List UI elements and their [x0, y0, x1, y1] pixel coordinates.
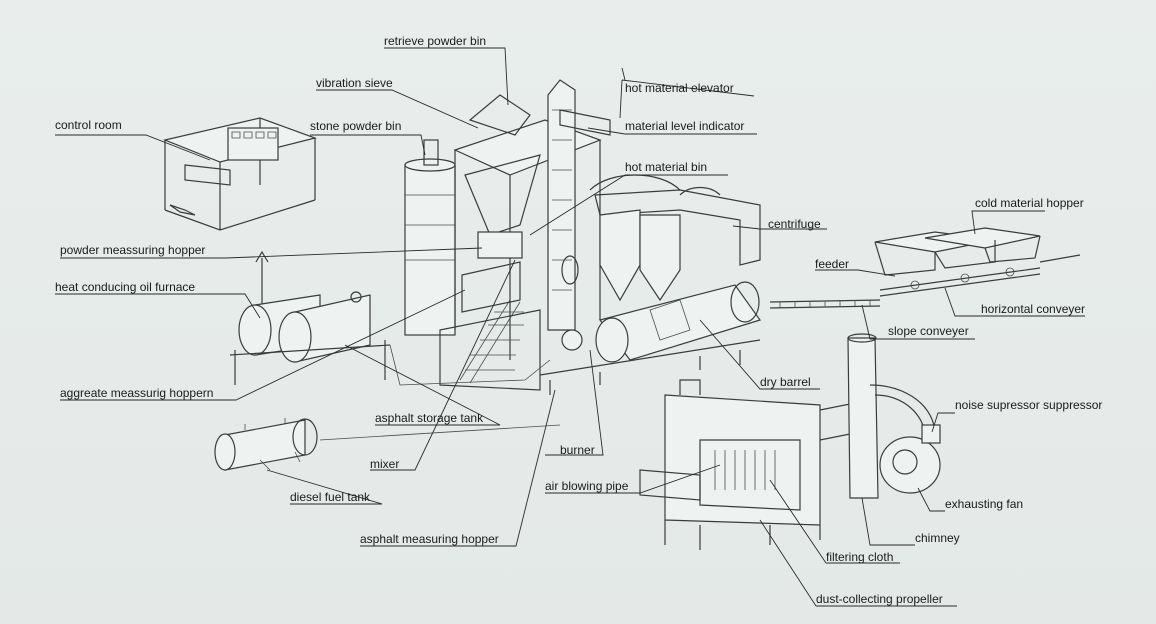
cold-material-hopper-drawing	[874, 227, 1081, 297]
label-hot-material-elevator: hot material elevator	[625, 81, 734, 95]
label-material-level-indicator: material level indicator	[625, 119, 745, 133]
label-dust-collecting-propeller: dust-collecting propeller	[816, 592, 943, 606]
control-room-drawing	[163, 117, 318, 231]
label-noise-suppressor: noise supressor suppressor	[955, 398, 1103, 412]
label-aggregate-measuring-hopper: aggreate meassurig hoppern	[60, 386, 214, 400]
label-feeder: feeder	[815, 257, 850, 271]
label-heat-oil-furnace: heat conducing oil furnace	[55, 280, 196, 294]
stone-powder-bin-drawing	[404, 139, 456, 336]
diesel-fuel-tank-drawing	[214, 418, 318, 471]
label-dry-barrel: dry barrel	[760, 375, 811, 389]
exhaust-fan-drawing	[869, 384, 941, 494]
label-control-room: control room	[55, 118, 122, 132]
label-filtering-cloth: filtering cloth	[826, 550, 894, 564]
dry-barrel-drawing	[539, 281, 761, 395]
label-slope-conveyer: slope conveyer	[888, 324, 969, 338]
centrifuge-drawing	[589, 174, 761, 302]
label-cold-material-hopper: cold material hopper	[975, 196, 1084, 210]
label-asphalt-measuring-hopper: asphalt measuring hopper	[360, 532, 499, 546]
bag-filter-drawing	[639, 379, 871, 550]
label-retrieve-powder-bin: retrieve powder bin	[384, 34, 487, 48]
label-centrifuge: centrifuge	[768, 217, 821, 231]
label-powder-measuring-hopper: powder meassuring hopper	[60, 243, 206, 257]
label-air-blowing-pipe: air blowing pipe	[545, 479, 629, 493]
label-burner: burner	[560, 443, 595, 457]
label-horizontal-conveyer: horizontal conveyer	[981, 302, 1086, 316]
label-chimney: chimney	[915, 531, 960, 545]
label-asphalt-storage-tank: asphalt storage tank	[375, 411, 484, 425]
label-diesel-fuel-tank: diesel fuel tank	[290, 490, 371, 504]
label-hot-material-bin: hot material bin	[625, 160, 708, 174]
label-exhausting-fan: exhausting fan	[945, 497, 1024, 511]
label-vibration-sieve: vibration sieve	[316, 76, 393, 90]
leader-lines	[55, 47, 1085, 607]
slope-conveyer-drawing	[769, 299, 881, 309]
label-stone-powder-bin: stone powder bin	[310, 119, 402, 133]
chimney-drawing	[847, 333, 879, 499]
label-mixer: mixer	[370, 457, 400, 471]
asphalt-pipes-drawing	[319, 344, 561, 441]
hot-material-elevator-drawing	[547, 79, 611, 331]
oil-furnace-drawing	[229, 250, 391, 385]
